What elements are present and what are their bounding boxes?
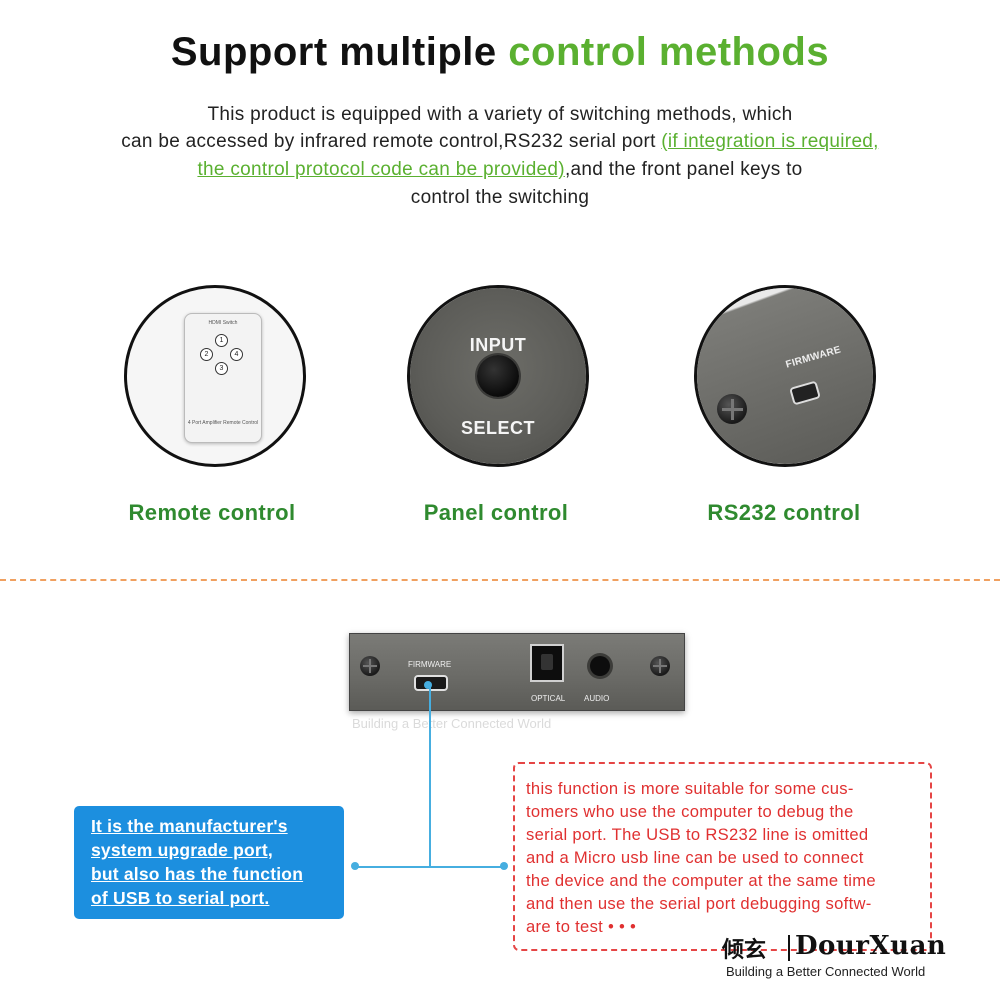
intro-line-3b: ,and the front panel keys to bbox=[564, 159, 803, 180]
remote-device: HDMI Switch 1 2 3 4 4 Port Amplifier Rem… bbox=[184, 313, 262, 443]
connector-dot bbox=[351, 862, 359, 870]
panel-control-image: INPUT SELECT bbox=[407, 285, 589, 467]
page-title: Support multiple control methods bbox=[0, 30, 1000, 75]
connector-line-horizontal bbox=[355, 866, 505, 868]
callout-line: It is the manufacturer's bbox=[91, 816, 288, 836]
connector-line-vertical bbox=[429, 686, 431, 866]
screw-icon bbox=[717, 394, 747, 424]
note-ellipsis: • • • bbox=[608, 917, 637, 936]
note-line: the device and the computer at the same … bbox=[526, 871, 876, 890]
panel-select-label: SELECT bbox=[460, 418, 535, 438]
note-line: serial port. The USB to RS232 line is om… bbox=[526, 825, 869, 844]
device-back-panel: FIRMWARE OPTICAL AUDIO bbox=[349, 633, 685, 711]
remote-footer: 4 Port Amplifier Remote Control bbox=[187, 420, 259, 426]
logo-separator bbox=[788, 935, 790, 961]
caption-rs232-control: RS232 control bbox=[707, 500, 861, 525]
connector-dot bbox=[424, 681, 432, 689]
logo-tagline: Building a Better Connected World bbox=[726, 964, 926, 979]
note-line: this function is more suitable for some … bbox=[526, 779, 854, 798]
optical-port-icon bbox=[530, 644, 564, 682]
caption-remote-control: Remote control bbox=[128, 500, 296, 525]
intro-line-3a: the control protocol code can be provide… bbox=[197, 159, 565, 180]
note-line: tomers who use the computer to debug the bbox=[526, 802, 854, 821]
callout-line: but also has the function bbox=[91, 864, 304, 884]
title-part-2: control methods bbox=[508, 30, 830, 74]
remote-button-3: 3 bbox=[215, 362, 228, 375]
intro-line-2: can be accessed by infrared remote contr… bbox=[0, 131, 1000, 153]
section-divider bbox=[0, 579, 1000, 581]
firmware-port-callout: It is the manufacturer's system upgrade … bbox=[74, 806, 344, 919]
callout-line: system upgrade port, bbox=[91, 840, 273, 860]
note-line: and a Micro usb line can be used to conn… bbox=[526, 848, 864, 867]
intro-line-2b: (if integration is required, bbox=[661, 131, 879, 152]
back-firmware-label: FIRMWARE bbox=[408, 660, 452, 669]
remote-button-1: 1 bbox=[215, 334, 228, 347]
note-line-text: are to test bbox=[526, 917, 604, 936]
logo-chinese: 倾玄 bbox=[722, 937, 767, 962]
title-part-1: Support multiple bbox=[170, 30, 497, 74]
intro-line-1: This product is equipped with a variety … bbox=[207, 104, 793, 125]
audio-jack-icon bbox=[590, 656, 610, 676]
intro-line-4: control the switching bbox=[410, 187, 590, 208]
select-button-icon bbox=[477, 355, 519, 397]
remote-title: HDMI Switch bbox=[208, 320, 238, 326]
remote-button-2: 2 bbox=[200, 348, 213, 361]
optical-label: OPTICAL bbox=[531, 694, 566, 703]
logo-brand: DourXuan bbox=[795, 931, 947, 961]
note-line-last: are to test • • • bbox=[526, 915, 636, 938]
screw-icon bbox=[360, 656, 380, 676]
panel-input-label: INPUT bbox=[469, 335, 527, 355]
watermark-text: Building a Better Connected World bbox=[352, 716, 552, 731]
callout-line: of USB to serial port. bbox=[91, 888, 270, 908]
audio-label: AUDIO bbox=[584, 694, 610, 703]
usb-serial-note: this function is more suitable for some … bbox=[513, 762, 932, 951]
remote-button-4: 4 bbox=[230, 348, 243, 361]
intro-line-3: the control protocol code can be provide… bbox=[0, 159, 1000, 181]
rs232-control-image: FIRMWARE bbox=[694, 285, 876, 467]
screw-icon bbox=[650, 656, 670, 676]
intro-line-2a: can be accessed by infrared remote contr… bbox=[121, 131, 656, 152]
remote-control-image: HDMI Switch 1 2 3 4 4 Port Amplifier Rem… bbox=[124, 285, 306, 467]
connector-dot bbox=[500, 862, 508, 870]
brand-logo: 倾玄 DourXuan Building a Better Connected … bbox=[722, 931, 982, 982]
note-line: and then use the serial port debugging s… bbox=[526, 894, 872, 913]
caption-panel-control: Panel control bbox=[423, 500, 569, 525]
